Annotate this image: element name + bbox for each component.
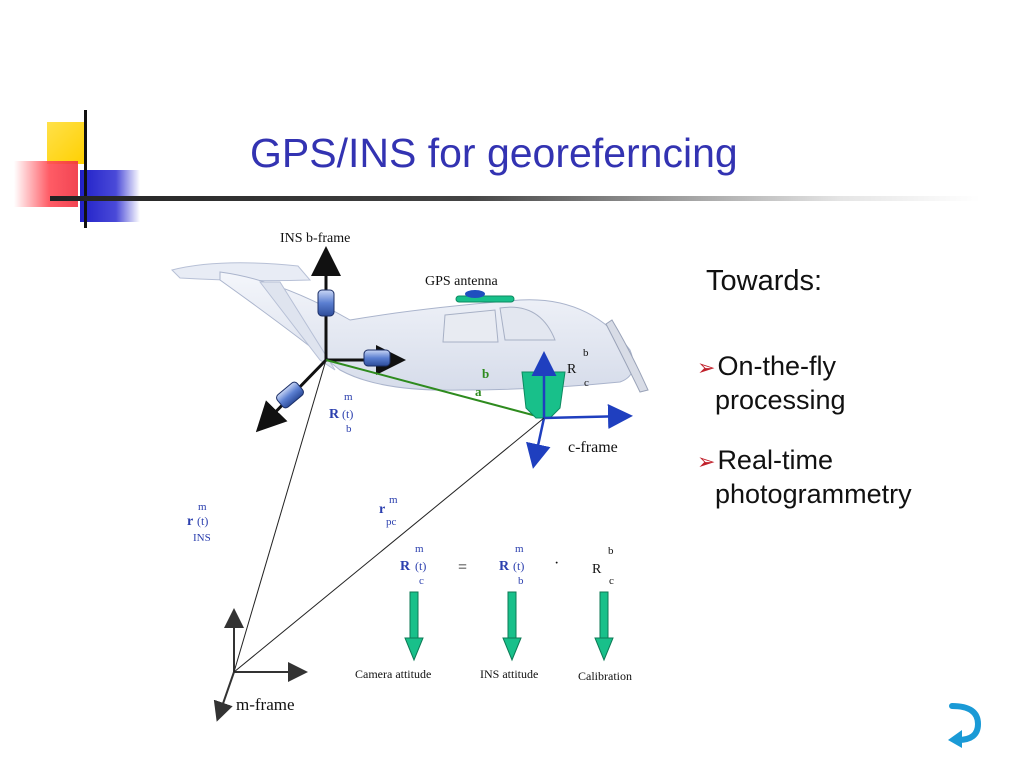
antenna-top [465, 290, 485, 298]
camera-attitude-label: Camera attitude [355, 667, 431, 681]
eq-cal-sup-b: b [608, 545, 614, 557]
ins-bframe-label: INS b-frame [280, 231, 350, 246]
rmb-R: R [329, 407, 340, 422]
bullet-item-2: ➢Real-time photogrammetry [697, 444, 912, 511]
deco-vertical-line [84, 110, 87, 228]
rpc-sup-m: m [389, 494, 398, 506]
cockpit-window [499, 306, 556, 341]
eq-cam-sub-c: c [419, 575, 424, 587]
eq-cam-sup-m: m [415, 543, 424, 555]
eq-ins-sup-m: m [515, 543, 524, 555]
rmb-sup-m: m [344, 391, 353, 403]
rpc-r: r [379, 502, 385, 517]
rbc-R: R [567, 362, 577, 377]
ins-bframe-axes [255, 246, 406, 433]
tail-wing [171, 262, 312, 282]
camera-attitude-arrow [404, 591, 424, 662]
ins-attitude-label: INS attitude [480, 667, 538, 681]
bullet-2-line2: photogrammetry [715, 479, 912, 509]
vector-r-pc [233, 417, 545, 673]
eq-cam-R: R [400, 559, 411, 574]
ins-attitude-arrow [502, 591, 522, 662]
georeferencing-diagram: INS b-frame GPS antenna b a c-frame b R … [171, 231, 649, 722]
eq-ins-t: (t) [513, 559, 524, 573]
calibration-label: Calibration [578, 669, 632, 683]
rmb-t: (t) [342, 407, 353, 421]
bullet-1-line2: processing [715, 385, 846, 415]
rmb-sub-b: b [346, 423, 352, 435]
main-wing [258, 281, 336, 371]
rins-t: (t) [197, 514, 208, 528]
eq-equals: = [458, 559, 467, 576]
bullet-arrowhead-icon: ➢ [697, 355, 716, 380]
title-underline [50, 196, 980, 201]
rins-r: r [187, 514, 193, 529]
attitude-equation: m R (t) c = m R (t) b · b R c [400, 543, 614, 587]
towards-heading: Towards: [706, 265, 823, 297]
bullet-arrowhead-icon: ➢ [697, 449, 716, 474]
c-frame-label: c-frame [568, 439, 618, 456]
eq-ins-sub-b: b [518, 575, 524, 587]
mframe-down-axis [213, 671, 235, 722]
rins-sub: INS [193, 532, 211, 544]
gps-antenna-label: GPS antenna [425, 274, 499, 289]
deco-yellow-block [47, 122, 85, 164]
c-frame-axes [526, 351, 633, 469]
gyro-vertical [317, 289, 335, 317]
gyro-diagonal [276, 381, 304, 409]
slide-title: GPS/INS for georeferncing [250, 130, 738, 176]
propeller [605, 319, 649, 393]
rbc-sup-b: b [583, 347, 589, 359]
lever-arm-a: a [475, 384, 482, 399]
calibration-arrow [594, 591, 614, 662]
m-frame-axes [213, 608, 308, 722]
lever-arm-b: b [482, 366, 489, 381]
bullet-1-line1: On-the-fly [717, 351, 836, 381]
bullet-item-1: ➢On-the-fly processing [697, 350, 846, 417]
rins-sup-m: m [198, 501, 207, 513]
rpc-sub: pc [386, 516, 397, 528]
gyro-horizontal [363, 349, 391, 367]
aircraft-illustration [171, 262, 649, 393]
antenna-base [455, 295, 515, 303]
eq-cal-R: R [592, 562, 602, 577]
eq-cam-t: (t) [415, 559, 426, 573]
return-arrow-icon[interactable] [944, 700, 984, 750]
cframe-right-axis [543, 403, 633, 429]
rbc-sub-c: c [584, 377, 589, 389]
m-frame-label: m-frame [236, 695, 295, 714]
vector-r-ins [233, 359, 327, 673]
eq-cal-sub-c: c [609, 575, 614, 587]
cabin-window [442, 309, 499, 343]
cframe-down-axis [526, 417, 551, 469]
eq-dot: · [554, 555, 559, 572]
bullet-2-line1: Real-time [717, 445, 833, 475]
eq-ins-R: R [499, 559, 510, 574]
lever-arm-line [325, 359, 545, 419]
